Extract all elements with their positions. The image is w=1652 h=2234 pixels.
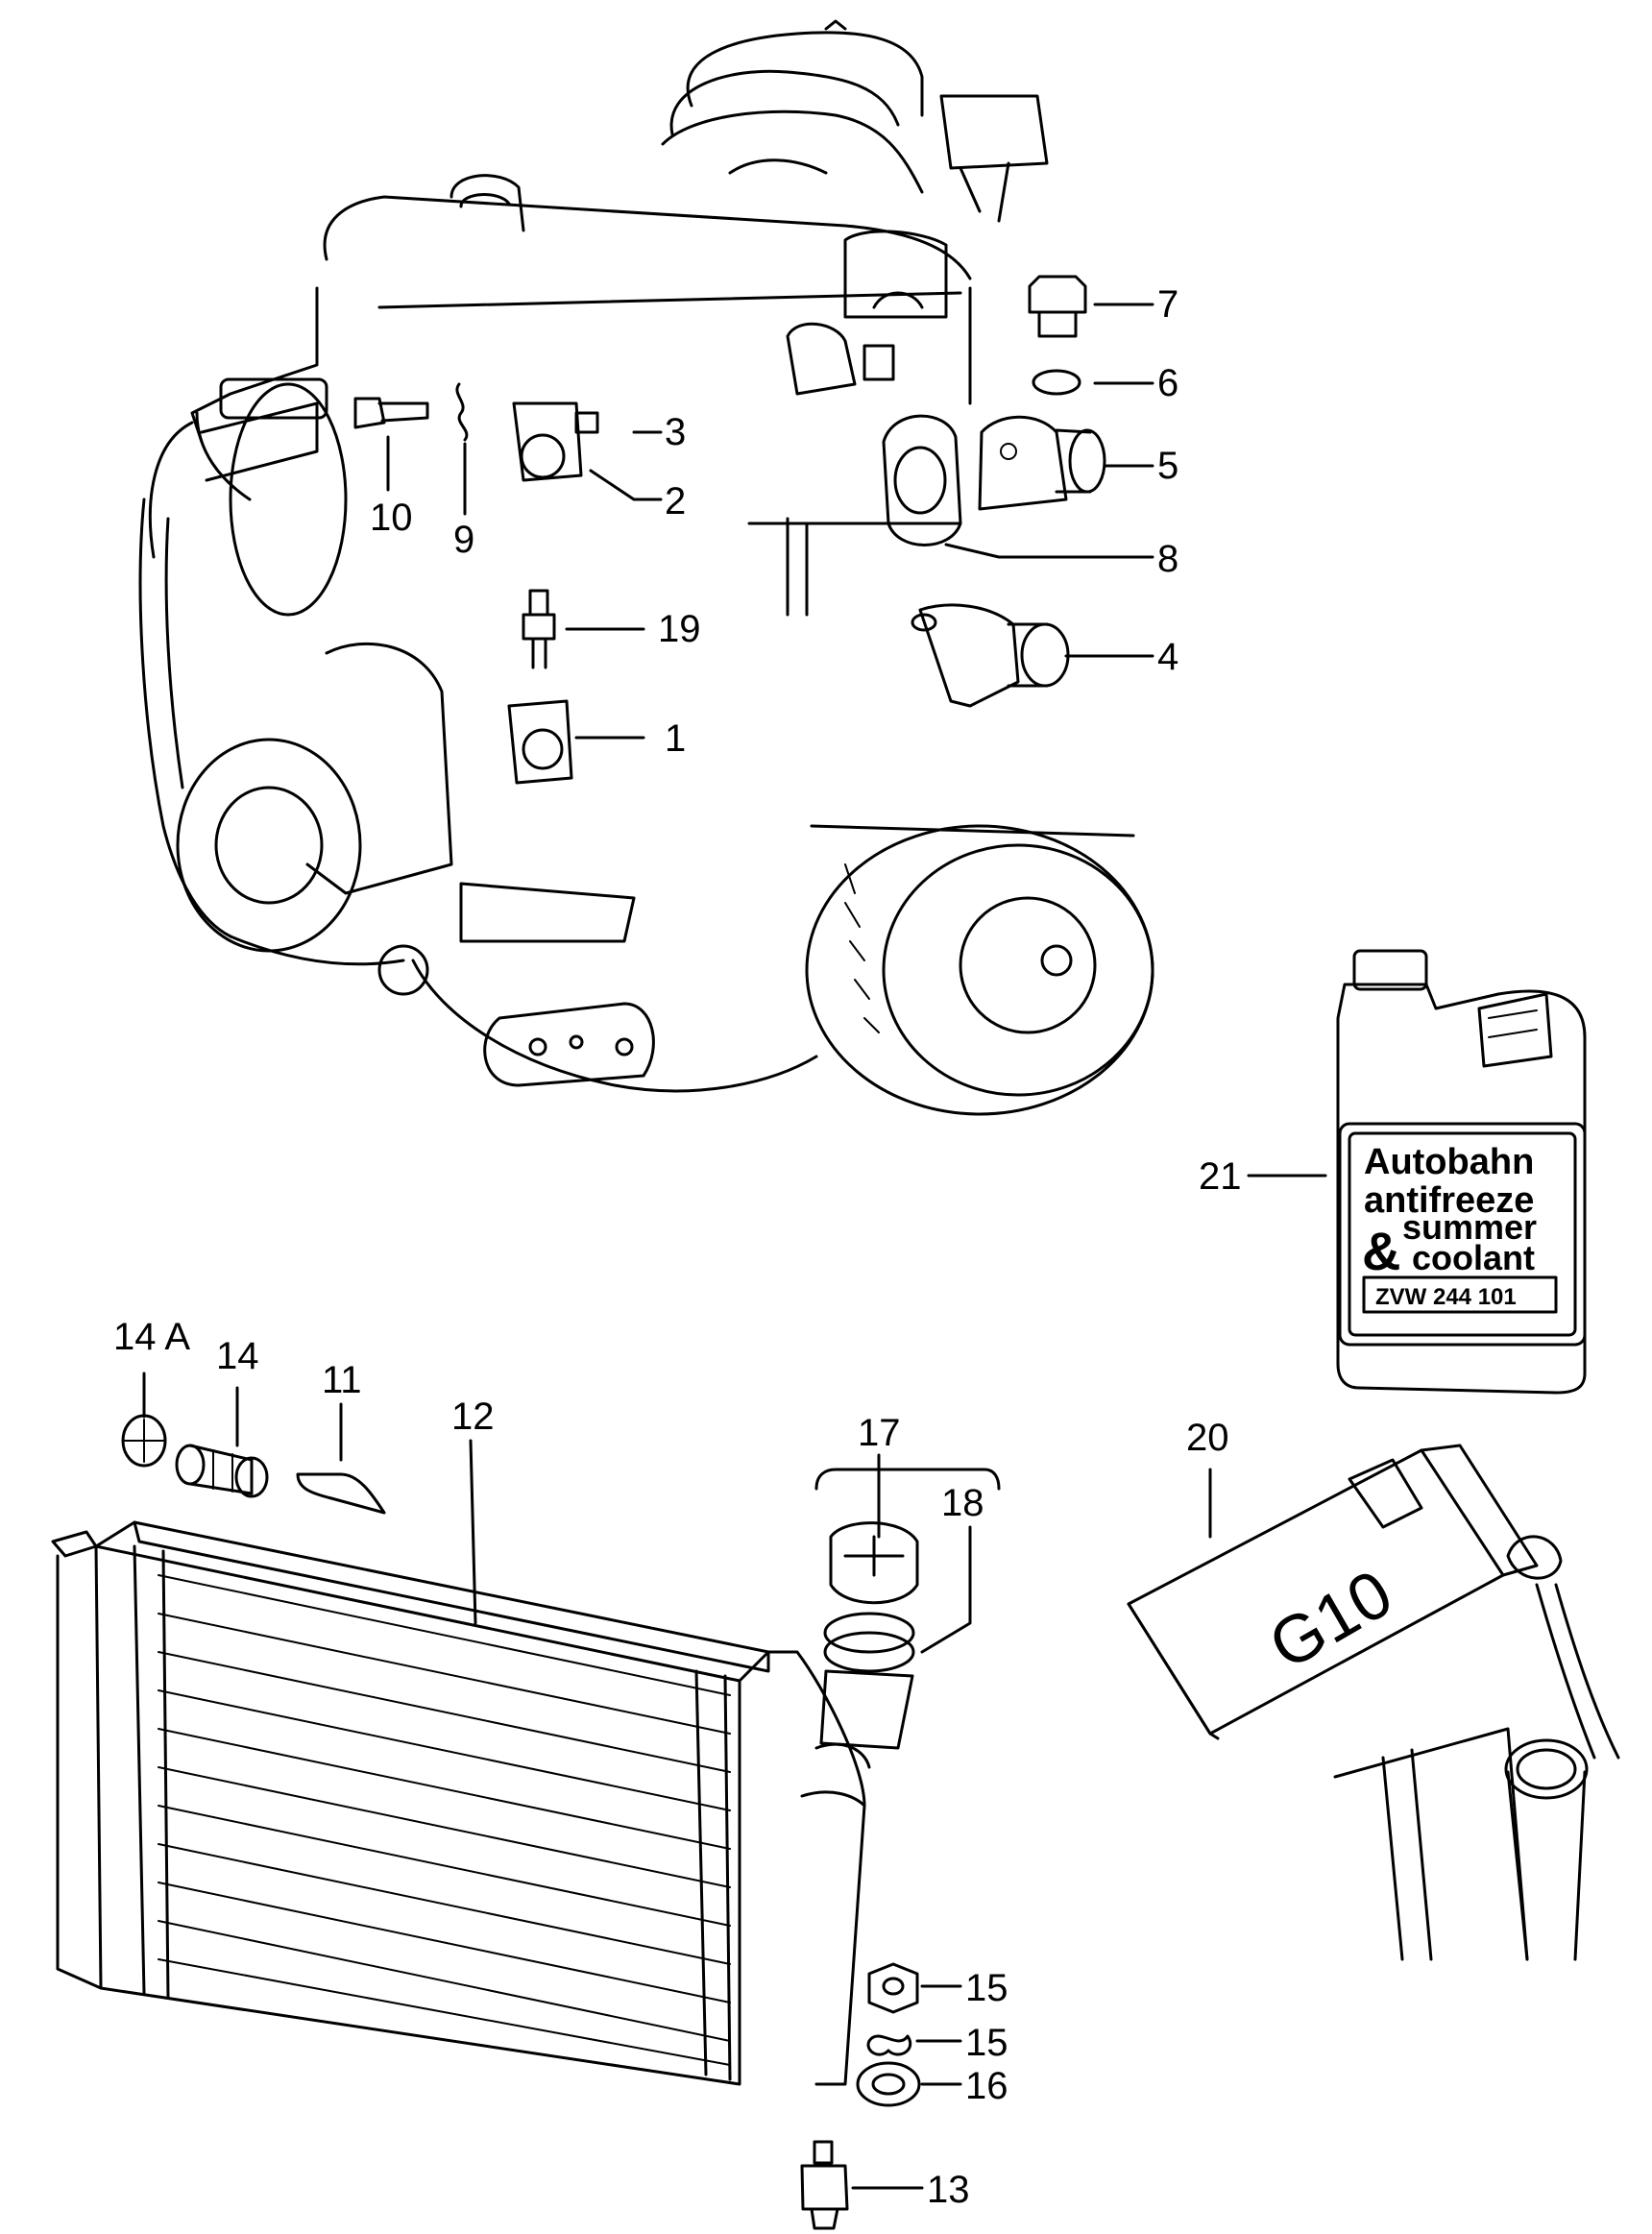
callout-9: 9 <box>453 519 474 561</box>
callout-4: 4 <box>1157 636 1178 678</box>
callout-16: 15 <box>965 1967 1008 2009</box>
callout-1: 1 <box>665 717 686 760</box>
jug-ampersand: & <box>1362 1221 1400 1281</box>
part-16-nut <box>867 1962 919 2014</box>
callout-3: 3 <box>665 411 686 453</box>
part-13-drain-plug <box>800 2140 849 2230</box>
part-5-coolant-flange <box>978 415 1106 511</box>
part-2-3-flange-housing <box>512 401 599 482</box>
g10-coolant-can <box>1127 1444 1620 1961</box>
jug-brand-line1: Autobahn <box>1364 1142 1534 1182</box>
part-11-retaining-clip <box>296 1472 386 1515</box>
part-4-coolant-pipe-flange <box>911 603 1070 708</box>
callout-12: 12 <box>451 1396 495 1438</box>
callout-2: 2 <box>665 480 686 522</box>
engine-illustration <box>138 19 1154 1116</box>
jug-brand-line2: antifreeze <box>1364 1180 1534 1221</box>
part-20-temperature-sender <box>522 589 556 669</box>
part-10-bolt <box>353 397 429 429</box>
callout-8: 8 <box>1157 538 1178 580</box>
callout-17: 16 <box>965 2065 1008 2107</box>
part-9-clip <box>455 382 469 442</box>
leader-lines <box>142 303 1327 2190</box>
callout-20: 19 <box>658 608 701 650</box>
callout-21: 20 <box>1186 1417 1229 1459</box>
antifreeze-jug <box>1336 949 1587 1395</box>
callout-5: 5 <box>1157 445 1178 487</box>
callout-11: 11 <box>322 1359 362 1401</box>
part-14-rubber-bushing <box>175 1444 269 1498</box>
callout-6: 6 <box>1157 362 1178 404</box>
callout-13: 13 <box>927 2169 970 2211</box>
jug-brand-line4: coolant <box>1412 1238 1535 1277</box>
callout-7: 7 <box>1157 283 1178 326</box>
callout-14a: 14 A <box>113 1316 190 1358</box>
can-marking-g10: G10 <box>1257 1555 1405 1684</box>
callout-14: 14 <box>216 1335 259 1377</box>
callout-19: 18 <box>941 1482 984 1524</box>
callout-15: 15 <box>965 2022 1008 2064</box>
part-18-19-filler-cap <box>819 1521 919 1750</box>
callout-18: 17 <box>858 1412 901 1454</box>
part-7-plug <box>1028 275 1087 338</box>
callout-22: 21 <box>1199 1155 1242 1198</box>
callout-10: 10 <box>370 497 413 539</box>
part-1-flange-housing <box>507 699 573 785</box>
part-14a-star-washer <box>121 1414 167 1468</box>
part-6-seal-ring <box>1032 369 1081 396</box>
radiator <box>51 1520 871 2086</box>
part-17-washer <box>856 2061 921 2107</box>
part-15-spring-washer <box>866 2034 911 2056</box>
part-8-gasket <box>882 414 962 546</box>
jug-brand-line3: summer <box>1402 1207 1537 1247</box>
jug-part-number: ZVW 244 101 <box>1375 1284 1517 1310</box>
